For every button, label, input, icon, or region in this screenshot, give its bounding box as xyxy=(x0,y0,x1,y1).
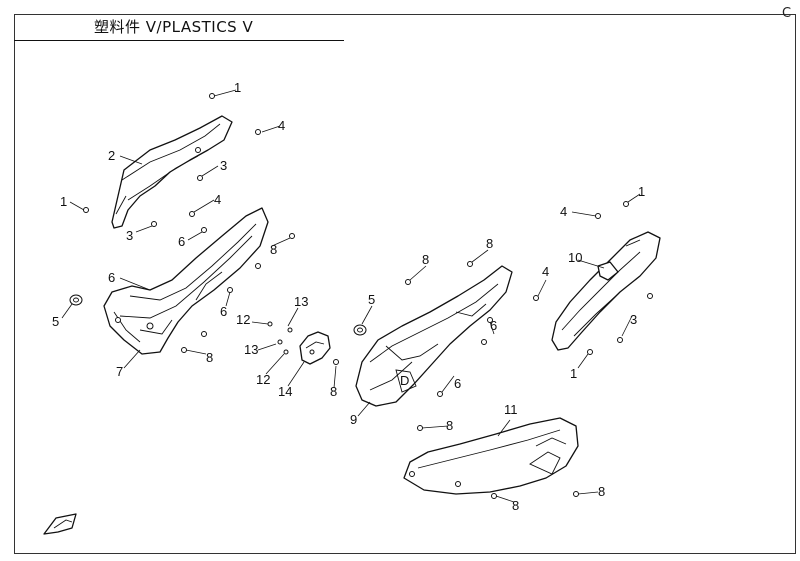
part-5-grommet-left xyxy=(69,294,83,306)
callout-13b: 13 xyxy=(244,342,258,357)
callout-5b: 5 xyxy=(368,292,375,307)
letter-d-label: D xyxy=(400,373,409,388)
callout-labels: 1 1 1 1 2 3 3 3 4 4 4 4 5 5 6 6 6 6 6 7 … xyxy=(52,80,645,513)
part-11-chain-guard xyxy=(403,417,579,495)
callout-4b: 4 xyxy=(214,192,221,207)
callout-13a: 13 xyxy=(294,294,308,309)
drawing-frame xyxy=(14,14,796,554)
callout-14: 14 xyxy=(278,384,292,399)
orientation-arrow-icon xyxy=(43,513,77,535)
leader-lines xyxy=(61,89,641,503)
callout-8b: 8 xyxy=(206,350,213,365)
page-title: 塑料件 V/PLASTICS V xyxy=(94,18,254,36)
callout-3b: 3 xyxy=(126,228,133,243)
callout-1a: 1 xyxy=(234,80,241,95)
callout-6b: 6 xyxy=(108,270,115,285)
part-9-center-side-panel: D xyxy=(355,265,513,407)
part-5-grommet-center xyxy=(353,324,367,336)
callout-5a: 5 xyxy=(52,314,59,329)
callout-1b: 1 xyxy=(60,194,67,209)
callout-8c: 8 xyxy=(330,384,337,399)
part-14-bracket xyxy=(299,331,331,365)
callout-12a: 12 xyxy=(236,312,250,327)
callout-8h: 8 xyxy=(598,484,605,499)
callout-4c: 4 xyxy=(560,204,567,219)
callout-8f: 8 xyxy=(446,418,453,433)
callout-4a: 4 xyxy=(278,118,285,133)
callout-1d: 1 xyxy=(570,366,577,381)
callout-2: 2 xyxy=(108,148,115,163)
callout-12b: 12 xyxy=(256,372,270,387)
callout-10: 10 xyxy=(568,250,582,265)
part-2-upper-cover xyxy=(111,115,233,229)
callout-1c: 1 xyxy=(638,184,645,199)
callout-7: 7 xyxy=(116,364,123,379)
corner-mark: C xyxy=(782,6,792,21)
part-7-left-side-panel xyxy=(103,207,269,355)
callout-4d: 4 xyxy=(542,264,549,279)
callout-8a: 8 xyxy=(270,242,277,257)
callout-8e: 8 xyxy=(486,236,493,251)
part-10-right-cover xyxy=(551,231,661,351)
callout-11: 11 xyxy=(504,402,518,417)
callout-8g: 8 xyxy=(512,498,519,513)
callout-6a: 6 xyxy=(178,234,185,249)
callout-3a: 3 xyxy=(220,158,227,173)
title-underline xyxy=(14,40,344,41)
callout-6d: 6 xyxy=(490,318,497,333)
callout-9: 9 xyxy=(350,412,357,427)
callout-8d: 8 xyxy=(422,252,429,267)
callout-3c: 3 xyxy=(630,312,637,327)
callout-6e: 6 xyxy=(454,376,461,391)
callout-6c: 6 xyxy=(220,304,227,319)
